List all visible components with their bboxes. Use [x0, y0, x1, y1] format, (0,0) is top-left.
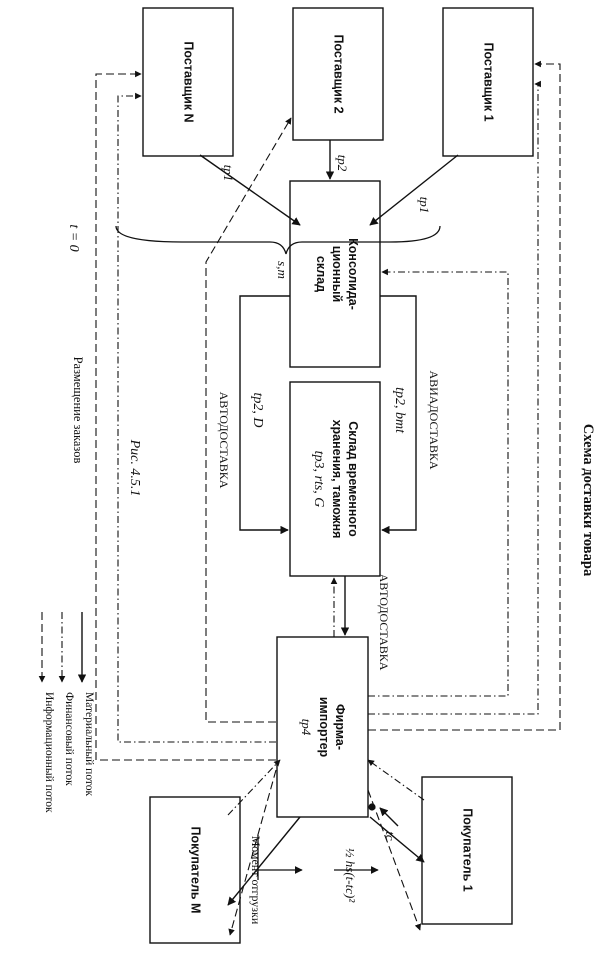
flow-auto-delivery-route — [239, 295, 290, 535]
legend: Материальный поток Финансовый поток Инфо… — [38, 612, 95, 813]
flow-supplier-1-to-consolidation — [369, 154, 459, 226]
temp-storage-customs-box — [289, 381, 381, 577]
label-tc: tc — [383, 831, 398, 841]
label-holding-formula: ½ hs(t-tc)² — [343, 848, 358, 904]
importer-label-2: импортер — [317, 697, 331, 758]
flow-importer-to-buyer-1 — [369, 816, 425, 863]
legend-financial-label: Финансовый поток — [63, 692, 75, 786]
label-auto-delivery-right: АВТОДОСТАВКА — [377, 574, 391, 671]
financial-from-buyer-1 — [367, 759, 425, 801]
label-tp1-right: tp1 — [417, 197, 432, 214]
supplier-n-label: Поставщик N — [182, 41, 196, 122]
label-t-zero: t = 0 — [66, 224, 81, 251]
consolidation-label-3: склад — [314, 256, 328, 292]
buyer-1-box — [421, 776, 513, 925]
diagram-title: Схема доставки товара — [580, 424, 596, 577]
flow-importer-to-buyer-m — [227, 816, 301, 906]
buyer-1-label: Покупатель 1 — [461, 808, 475, 892]
buyer-m-box — [149, 796, 241, 944]
temp-storage-params: tp3, rts, G — [311, 451, 326, 508]
label-tp2-d: tp2, D — [250, 393, 265, 428]
legend-material-label: Материальный поток — [83, 692, 95, 797]
tc-pointer — [379, 807, 399, 827]
financial-to-consolidation — [368, 268, 509, 697]
buyer-m-label: Покупатель М — [189, 827, 203, 914]
consolidation-label-2: ционный — [330, 246, 344, 302]
importer-box — [276, 636, 369, 818]
importer-param: tp4 — [299, 719, 314, 736]
consolidation-warehouse-box — [289, 180, 381, 368]
flow-supplier-n-to-consolidation — [199, 154, 301, 226]
label-air-delivery: АВИАДОСТАВКА — [427, 370, 441, 469]
order-brace — [115, 225, 441, 255]
temp-storage-label-2: хранения, таможня — [330, 420, 344, 539]
figure-caption: Рис. 4.5.1 — [127, 439, 142, 497]
info-importer-to-buyer-m — [228, 769, 277, 936]
supplier-1-label: Поставщик 1 — [482, 42, 496, 121]
financial-to-supplier-n — [117, 92, 276, 743]
label-tp2-bmt: tp2, bmt — [392, 387, 407, 434]
info-order-to-supplier-n — [95, 70, 276, 761]
consolidation-label-1: Консолида- — [346, 238, 360, 310]
importer-label-1: Фирма- — [333, 704, 347, 750]
label-tp2-top: tp2 — [335, 155, 350, 172]
supplier-2-label: Поставщик 2 — [332, 34, 346, 113]
label-s-m: s,m — [275, 261, 290, 279]
info-order-to-supplier-2 — [205, 117, 292, 723]
label-auto-delivery-left: АВТОДОСТАВКА — [217, 392, 231, 489]
supplier-2-box — [292, 7, 384, 141]
supplier-1-box — [442, 7, 534, 157]
info-order-to-supplier-1 — [368, 60, 561, 731]
label-tp1-left: tp1 — [221, 165, 236, 182]
legend-informational-label: Информационный поток — [43, 692, 55, 813]
label-shipment-moment: Момент отгрузки — [249, 836, 263, 925]
info-buyer-1-to-importer — [367, 789, 422, 931]
financial-to-supplier-1 — [368, 80, 541, 715]
label-order-placement: Размещение заказов — [71, 357, 85, 464]
temp-storage-label-1: Склад временного — [346, 421, 360, 537]
financial-from-buyer-m — [227, 759, 281, 816]
supplier-n-box — [142, 7, 234, 157]
flow-air-delivery-route — [380, 295, 417, 535]
tc-point — [368, 803, 376, 811]
